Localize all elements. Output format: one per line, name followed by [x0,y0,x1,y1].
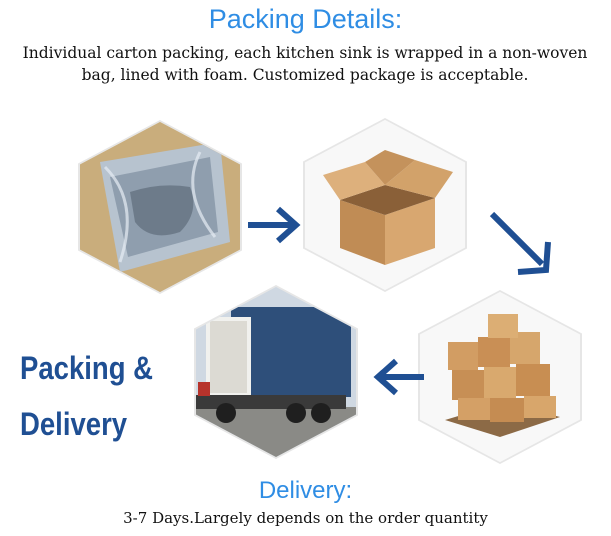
open-box-illustration [305,120,465,290]
packing-description-line-1: Individual carton packing, each kitchen … [22,44,588,62]
wrapped-sink-image [80,122,240,292]
truck-container-image [196,287,356,457]
open-box-image [305,120,465,290]
pallet-boxes-illustration [420,292,580,462]
arrow-right-icon [248,206,301,244]
packing-description: Individual carton packing, each kitchen … [10,42,600,86]
truck-container-illustration [196,287,356,457]
heading-line-2: Delivery [20,406,128,442]
heading-line-1: Packing & [20,350,154,386]
pallet-boxes-image [420,292,580,462]
packing-details-title: Packing Details: [208,4,403,34]
packing-description-line-2: bag, lined with foam. Customized package… [81,66,529,84]
wrapped-sink-illustration [80,122,240,292]
delivery-title: Delivery: [258,477,353,504]
packing-delivery-heading: Packing & Delivery [20,340,153,452]
arrow-left-icon [373,358,424,396]
delivery-description: 3-7 Days.Largely depends on the order qu… [123,509,488,527]
arrow-down-right-icon [489,211,551,275]
